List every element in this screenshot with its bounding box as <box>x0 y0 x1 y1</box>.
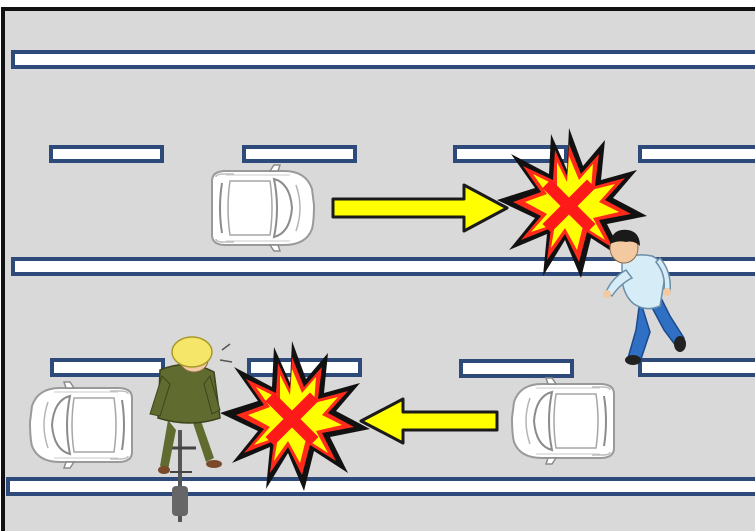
car-top-view-icon <box>211 164 315 252</box>
dashed-lane-mark <box>242 145 357 163</box>
running-pedestrian-icon <box>603 229 686 365</box>
dashed-lane-mark <box>459 359 574 378</box>
dashed-lane-mark <box>50 358 165 377</box>
dashed-lane-mark <box>49 145 164 163</box>
dashed-lane-mark <box>638 358 755 377</box>
car-top-view-icon <box>29 381 133 469</box>
dashed-lane-mark <box>453 145 568 163</box>
cross-mark-icon <box>265 392 319 446</box>
solid-lane-line-middle <box>11 257 755 276</box>
solid-lane-line-bottom <box>6 477 755 496</box>
cross-mark-icon <box>542 179 596 233</box>
arrow-left-icon <box>359 397 499 445</box>
lane-markings <box>6 50 755 496</box>
car-top-view-icon <box>511 377 615 465</box>
collision-burst-icon <box>497 128 647 278</box>
collision-burst-icon <box>220 341 370 491</box>
cyclist-icon <box>149 336 233 522</box>
dashed-lane-mark <box>638 145 755 163</box>
dashed-lane-mark <box>247 358 362 377</box>
solid-lane-line-top <box>11 50 755 69</box>
arrow-right-icon <box>331 183 509 233</box>
